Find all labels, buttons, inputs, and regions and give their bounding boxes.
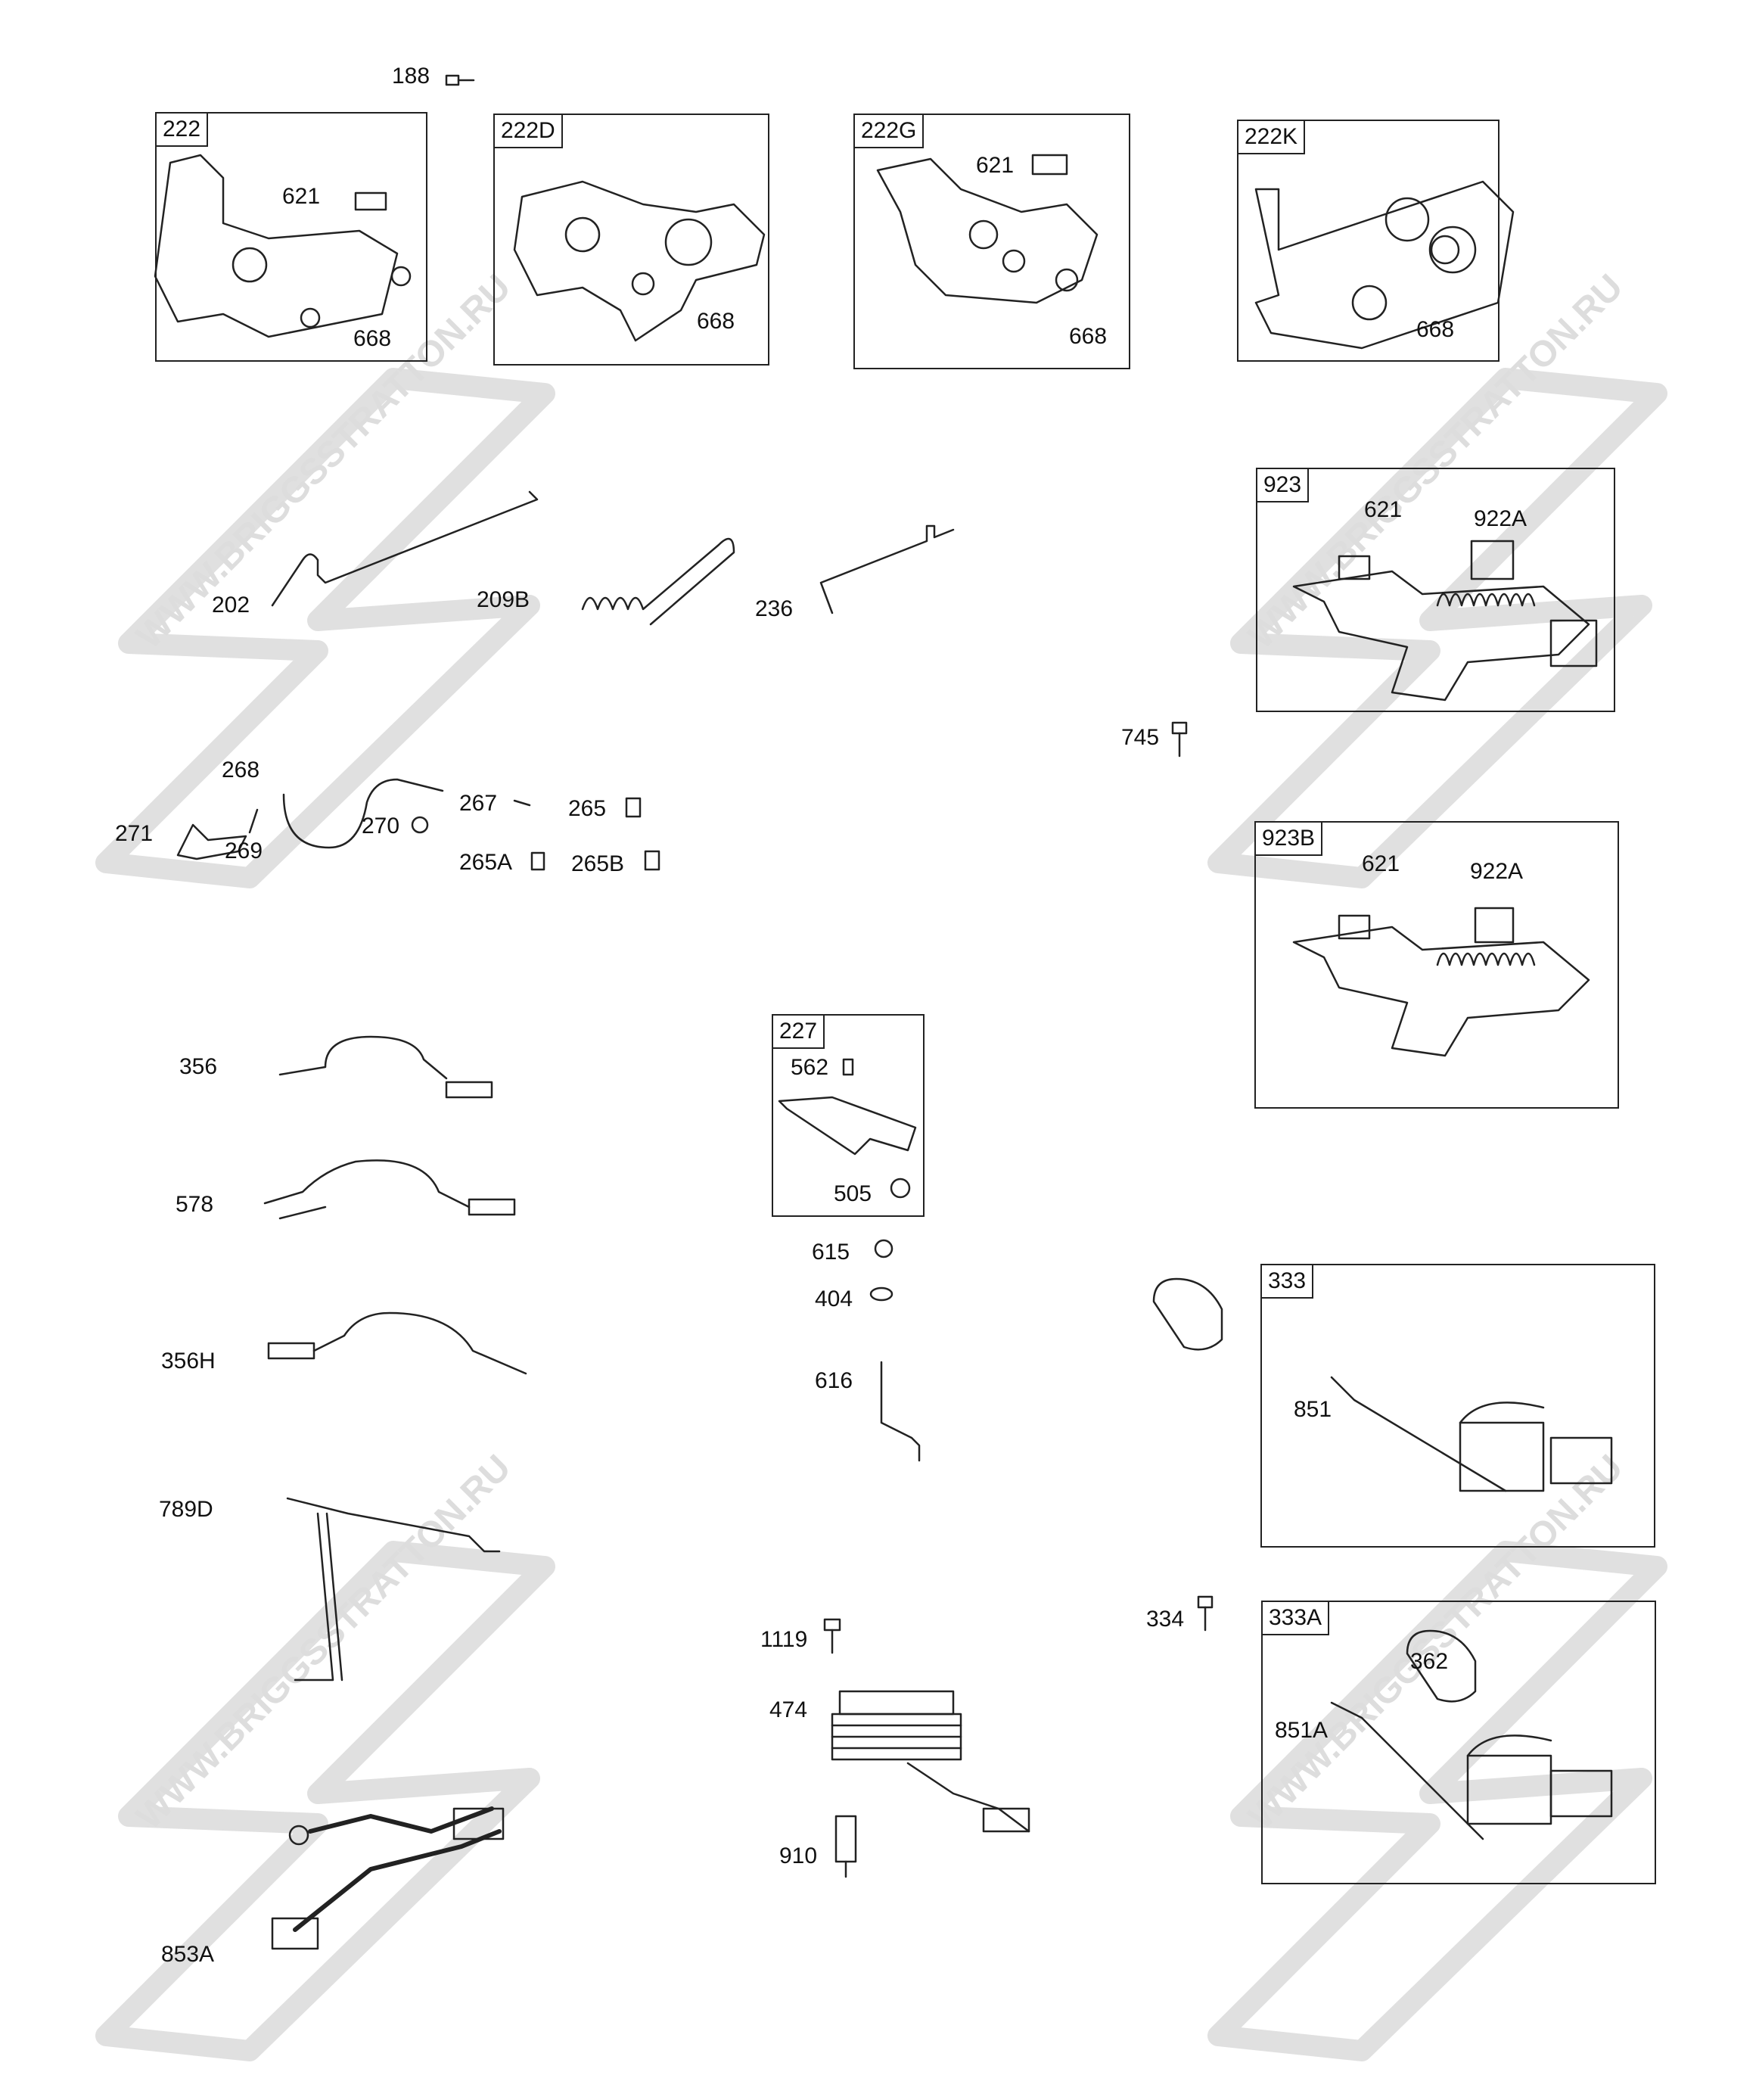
part-label: 267 — [459, 791, 498, 816]
part-label: 562 — [791, 1055, 829, 1080]
group-tag: 333A — [1263, 1602, 1330, 1635]
part-label: 362 — [1410, 1649, 1449, 1674]
part-label: 269 — [225, 838, 263, 863]
part-label: 615 — [812, 1240, 850, 1265]
part-267-screw-drawing — [513, 799, 531, 807]
part-923-assembly-drawing — [1292, 540, 1598, 702]
part-label: 621 — [1362, 851, 1400, 876]
part-label: 789D — [159, 1497, 213, 1522]
part-265a-clip-drawing — [530, 851, 545, 871]
group-tag: 333 — [1262, 1265, 1314, 1299]
part-label: 356H — [161, 1349, 216, 1374]
part-label: 265A — [459, 850, 513, 875]
part-923b-assembly-drawing — [1292, 907, 1590, 1057]
group-tag: 227 — [773, 1016, 825, 1049]
part-label: 922A — [1474, 506, 1527, 531]
part-label: 668 — [697, 309, 735, 334]
part-222d-bracket-drawing — [513, 180, 766, 342]
group-tag: 222G — [855, 115, 925, 148]
part-label: 265B — [571, 851, 625, 876]
part-333a-ignition-coil-drawing — [1330, 1629, 1613, 1840]
part-356h-wire-drawing — [267, 1311, 527, 1375]
part-853a-harness-drawing — [271, 1806, 505, 1950]
part-label: 578 — [176, 1192, 214, 1217]
group-tag: 222 — [157, 114, 209, 147]
part-label: 270 — [362, 814, 400, 838]
group-box-222k: 222K — [1237, 120, 1500, 362]
part-label: 236 — [755, 596, 794, 621]
part-910-standoff-drawing — [834, 1815, 857, 1878]
part-label: 910 — [779, 1843, 818, 1868]
part-202-rod-drawing — [271, 490, 539, 607]
part-label: 668 — [353, 326, 392, 351]
part-label: 668 — [1069, 324, 1108, 349]
part-label: 334 — [1146, 1607, 1185, 1632]
part-label: 265 — [568, 796, 607, 821]
part-222g-bracket-drawing — [876, 154, 1099, 304]
part-265b-clip-drawing — [644, 850, 660, 871]
part-label: 922A — [1470, 859, 1524, 884]
part-label: 621 — [282, 184, 321, 209]
part-label: 188 — [392, 64, 430, 89]
part-209b-spring-drawing — [581, 537, 735, 626]
part-label: 668 — [1416, 317, 1455, 342]
part-label: 616 — [815, 1368, 853, 1393]
part-222-bracket-drawing — [154, 154, 412, 338]
watermark-logo-shape — [1207, 368, 1667, 888]
part-578-wire-drawing — [263, 1159, 516, 1220]
part-615-nut-drawing — [874, 1239, 893, 1258]
part-1119-bolt-drawing — [823, 1618, 841, 1654]
part-356-wire-drawing — [278, 1035, 493, 1099]
part-265-clip-drawing — [625, 797, 642, 818]
part-222k-bracket-drawing — [1254, 180, 1515, 350]
part-label: 621 — [1364, 497, 1403, 522]
part-268-cable-drawing — [282, 778, 444, 849]
part-616-link-drawing — [880, 1361, 921, 1462]
part-270-nut-drawing — [411, 816, 429, 834]
part-271-lever-drawing — [176, 823, 247, 860]
part-227-lever-drawing — [778, 1058, 917, 1199]
part-404-washer-drawing — [869, 1286, 893, 1302]
part-label: 851A — [1275, 1718, 1329, 1743]
part-label: 745 — [1121, 725, 1160, 750]
group-box-333: 333 — [1260, 1264, 1655, 1548]
part-label: 853A — [161, 1942, 215, 1967]
part-label: 268 — [222, 758, 260, 782]
group-box-222d: 222D — [493, 114, 769, 366]
part-label: 271 — [115, 821, 154, 846]
group-tag: 222D — [495, 115, 563, 148]
part-label: 505 — [834, 1181, 872, 1206]
group-box-333a: 333A — [1261, 1601, 1656, 1884]
part-label: 209B — [477, 587, 530, 612]
group-box-923b: 923B — [1254, 821, 1619, 1109]
part-745-bolt-drawing — [1171, 721, 1188, 758]
part-label: 1119 — [760, 1627, 808, 1652]
group-box-222: 222 — [155, 112, 427, 362]
part-label: 202 — [212, 593, 250, 618]
part-188-screw-icon — [445, 74, 475, 86]
part-label: 356 — [179, 1054, 218, 1079]
watermark-logo-shape — [95, 1541, 555, 2061]
watermark-logo-shape — [95, 368, 555, 888]
part-236-rod-drawing — [819, 524, 955, 614]
part-label: 621 — [976, 153, 1015, 178]
part-269-clip-drawing — [248, 808, 259, 834]
group-tag: 923B — [1256, 823, 1323, 856]
part-label: 474 — [769, 1697, 808, 1722]
part-333-ignition-coil-drawing — [1152, 1277, 1613, 1492]
watermark-logo-shape — [1207, 1541, 1667, 2061]
part-789d-harness-drawing — [286, 1497, 501, 1682]
group-box-227: 227 — [772, 1014, 925, 1217]
part-334-bolt-drawing — [1197, 1595, 1214, 1632]
group-box-222g: 222G — [853, 114, 1130, 369]
part-label: 404 — [815, 1286, 853, 1311]
group-tag: 222K — [1238, 121, 1306, 154]
part-label: 851 — [1294, 1397, 1332, 1422]
group-tag: 923 — [1257, 469, 1310, 502]
group-box-923: 923 — [1256, 468, 1615, 712]
part-474-module-drawing — [831, 1690, 1030, 1833]
